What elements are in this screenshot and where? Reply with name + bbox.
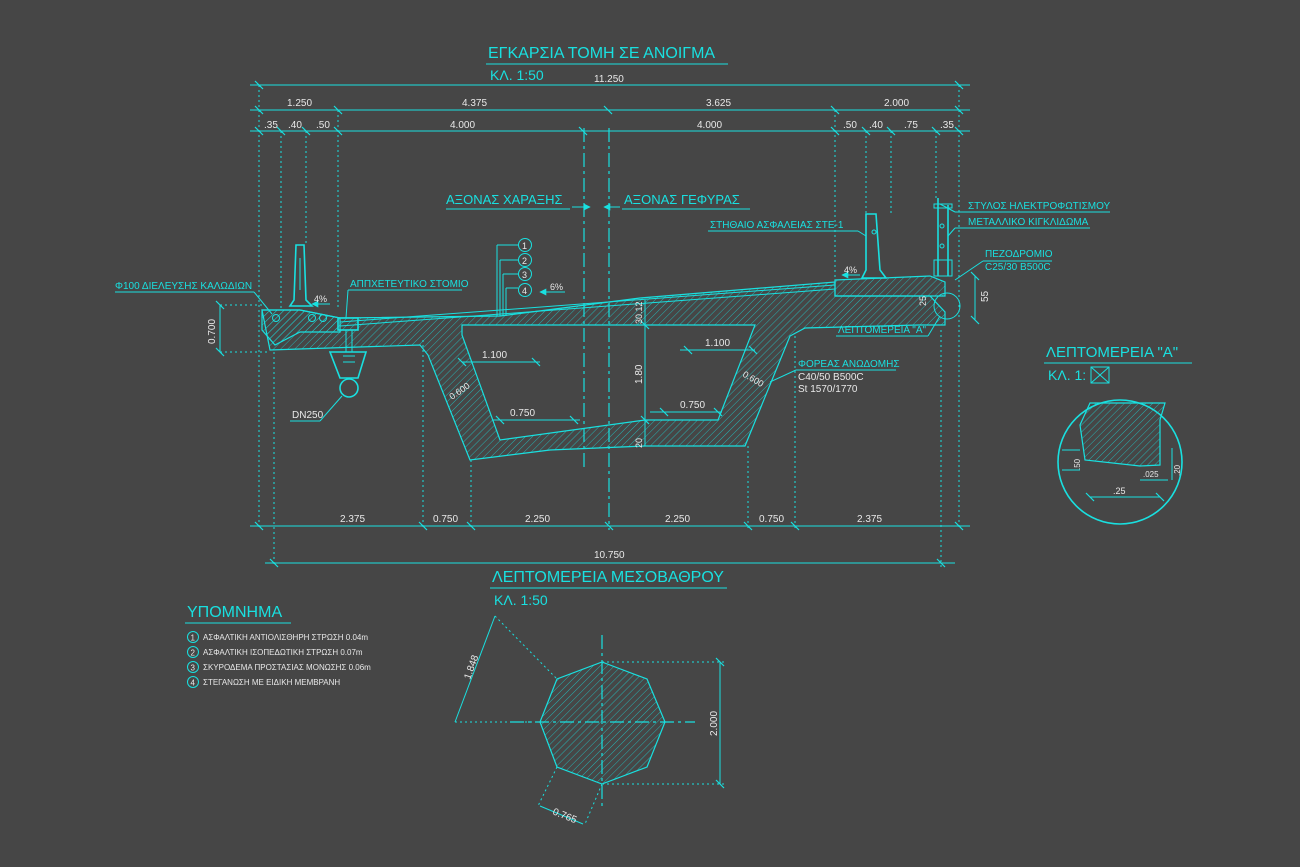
pier-detail: ΛΕΠΤΟΜΕΡΕΙΑ ΜΕΣΟΒΑΘΡΟΥ ΚΛ. 1:50 2.000 1.… xyxy=(454,569,727,827)
label-sidewalk: ΠΕΖΟΔΡΟΜΙΟ xyxy=(985,249,1053,260)
layer-num-1: 1 xyxy=(522,241,527,251)
dim-row1-d: 2.000 xyxy=(884,98,909,109)
dim-total-bottom: 10.750 xyxy=(594,550,625,561)
dim-0750-right: 0.750 xyxy=(680,400,705,411)
pier-dim-diag: 1.848 xyxy=(462,653,481,681)
axis-left-label: ΑΞΟΝΑΣ ΧΑΡΑΞΗΣ xyxy=(446,192,563,207)
legend-num-2: 2 xyxy=(191,649,196,658)
right-barrier xyxy=(860,213,888,279)
dim-row2-e: 4.000 xyxy=(697,120,722,131)
label-lamp-post: ΣΤΥΛΟΣ ΗΛΕΚΤΡΟΦΩΤΙΣΜΟΥ xyxy=(968,201,1111,212)
railing xyxy=(933,198,953,277)
label-deck-spec2: St 1570/1770 xyxy=(798,384,858,395)
dim-180: 1.80 xyxy=(634,364,645,384)
legend-title: ΥΠΟΜΝΗΜΑ xyxy=(187,604,282,621)
detail-a-dim-50: .50 xyxy=(1073,458,1082,470)
dim-bot-1: 2.375 xyxy=(340,514,365,525)
dim-row2-i: .35 xyxy=(940,120,954,131)
dim-row2-g: .40 xyxy=(869,120,883,131)
pier-dim-height: 2.000 xyxy=(709,711,720,736)
legend-num-1: 1 xyxy=(191,634,196,643)
dim-row2-c: .50 xyxy=(316,120,330,131)
legend-item-2: ΑΣΦΑΛΤΙΚΗ ΙΣΟΠΕΔΩΤΙΚΗ ΣΤΡΩΣΗ 0.07m xyxy=(203,648,363,657)
label-pipe: DN250 xyxy=(292,410,324,421)
legend: ΥΠΟΜΝΗΜΑ 1 ΑΣΦΑΛΤΙΚΗ ΑΝΤΙΟΛΙΣΘΗΡΗ ΣΤΡΩΣΗ… xyxy=(185,604,371,688)
legend-num-3: 3 xyxy=(191,664,196,673)
top-dimensions: 11.250 1.250 4.375 3.625 2.000 .35 .40 .… xyxy=(250,74,970,530)
pier-scale: ΚΛ. 1:50 xyxy=(494,592,548,608)
left-barrier xyxy=(288,244,314,307)
dim-row2-a: .35 xyxy=(264,120,278,131)
label-drain: ΑΠΠΧΕΤΕΥΤΙΚΟ ΣΤΟΜΙΟ xyxy=(350,279,469,290)
layer-callouts: 1 2 3 4 xyxy=(496,238,532,316)
dim-bot-2: 0.750 xyxy=(433,514,458,525)
label-railing: ΜΕΤΑΛΛΙΚΟ ΚΙΓΚΛΙΔΩΜΑ xyxy=(968,217,1089,228)
legend-num-4: 4 xyxy=(191,679,196,688)
detail-a-dim-25: .25 xyxy=(1113,486,1126,496)
dim-20: 20 xyxy=(634,438,644,448)
dim-1100-left: 1.100 xyxy=(482,350,507,361)
label-deck-spec1: C40/50 B500C xyxy=(798,372,864,383)
dim-55: 55 xyxy=(980,290,991,302)
dim-0700: 0.700 xyxy=(207,319,218,344)
layer-num-2: 2 xyxy=(522,256,527,266)
drain-outlet xyxy=(328,317,368,398)
detail-a-dim-20: .20 xyxy=(1173,464,1182,476)
section-scale: ΚΛ. 1:50 xyxy=(490,67,544,83)
pier-dim-side: 0.765 xyxy=(551,807,579,827)
dim-bot-4: 2.250 xyxy=(665,514,690,525)
label-barrier: ΣΤΗΘΑΙΟ ΑΣΦΑΛΕΙΑΣ ΣΤΕ-1 xyxy=(710,220,844,231)
label-sidewalk-spec: C25/30 B500C xyxy=(985,262,1051,273)
section-title: ΕΓΚΑΡΣΙΑ ΤΟΜΗ ΣΕ ΑΝΟΙΓΜΑ xyxy=(488,45,715,62)
dim-row1-a: 1.250 xyxy=(287,98,312,109)
dim-row2-b: .40 xyxy=(288,120,302,131)
dim-row2-h: .75 xyxy=(904,120,918,131)
label-deck: ΦΟΡΕΑΣ ΑΝΩΔΟΜΗΣ xyxy=(798,359,900,370)
pier-title: ΛΕΠΤΟΜΕΡΕΙΑ ΜΕΣΟΒΑΘΡΟΥ xyxy=(492,569,724,586)
legend-item-3: ΣΚΥΡΟΔΕΜΑ ΠΡΟΣΤΑΣΙΑΣ ΜΟΝΩΣΗΣ 0.06m xyxy=(203,663,371,672)
dim-bot-3: 2.250 xyxy=(525,514,550,525)
label-detail-a-ref: ΛΕΠΤΟΜΕΡΕΙΑ "Α" xyxy=(838,325,927,336)
slope-mid: 6% xyxy=(550,282,563,292)
dim-0750-left: 0.750 xyxy=(510,408,535,419)
dim-row2-d: 4.000 xyxy=(450,120,475,131)
legend-item-1: ΑΣΦΑΛΤΙΚΗ ΑΝΤΙΟΛΙΣΘΗΡΗ ΣΤΡΩΣΗ 0.04m xyxy=(203,633,368,642)
detail-a-dim-025: .025 xyxy=(1143,470,1159,479)
legend-item-4: ΣΤΕΓΑΝΩΣΗ ΜΕ ΕΙΔΙΚΗ ΜΕΜΒΡΑΝΗ xyxy=(203,678,340,687)
slope-right: 4% xyxy=(844,265,857,275)
cable-ducts xyxy=(272,314,327,322)
dim-row2-f: .50 xyxy=(843,120,857,131)
dim-25: 25 xyxy=(918,296,928,306)
detail-a-title: ΛΕΠΤΟΜΕΡΕΙΑ "Α" xyxy=(1046,344,1178,361)
dim-bot-5: 0.750 xyxy=(759,514,784,525)
dim-bot-6: 2.375 xyxy=(857,514,882,525)
bottom-dimensions: 2.375 0.750 2.250 2.250 0.750 2.375 10.7… xyxy=(250,330,970,568)
dim-total-top: 11.250 xyxy=(594,74,624,85)
detail-a-scale: ΚΛ. 1: xyxy=(1048,367,1086,383)
axis-right-label: ΑΞΟΝΑΣ ΓΕΦΥΡΑΣ xyxy=(624,192,740,207)
detail-a: ΛΕΠΤΟΜΕΡΕΙΑ "Α" ΚΛ. 1: .50 .025 .20 .25 xyxy=(1044,344,1192,525)
label-cables: Φ100 ΔΙΕΛΕΥΣΗΣ ΚΑΛΩΔΙΩΝ xyxy=(115,281,252,292)
layer-num-4: 4 xyxy=(522,286,527,296)
dim-1100-right: 1.100 xyxy=(705,338,730,349)
slope-left: 4% xyxy=(314,294,327,304)
layer-num-3: 3 xyxy=(522,270,527,280)
dim-row1-b: 4.375 xyxy=(462,98,487,109)
dim-row1-c: 3.625 xyxy=(706,98,731,109)
dim-3012: 30.12 xyxy=(634,301,644,324)
